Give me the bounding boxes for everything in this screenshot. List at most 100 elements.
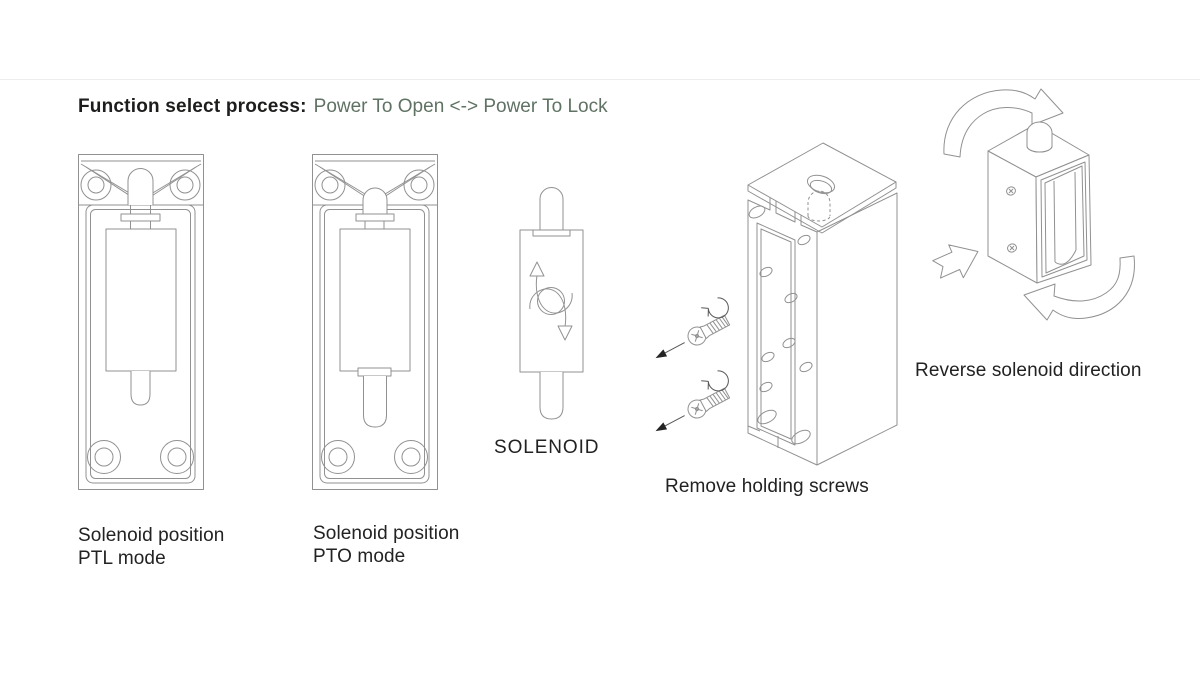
solenoid-unit-drawing bbox=[519, 187, 584, 420]
solenoid-channel-inner bbox=[760, 228, 792, 440]
phillips-center bbox=[694, 333, 700, 339]
screw-slot-icon bbox=[1008, 188, 1014, 194]
page-title: Function select process: Power To Open <-… bbox=[78, 96, 608, 118]
pto-caption: Solenoid position PTO mode bbox=[313, 522, 459, 568]
mounting-hole bbox=[761, 351, 775, 363]
mounting-holes bbox=[748, 205, 813, 445]
solenoid-body bbox=[519, 229, 584, 373]
pto-caption-line2: PTO mode bbox=[313, 546, 406, 567]
rotate-arrow-bottom bbox=[1023, 255, 1135, 321]
screw-slot-icon bbox=[1009, 245, 1015, 251]
roller-left bbox=[80, 169, 112, 201]
title-bold: Function select process: bbox=[78, 96, 307, 117]
screw-hole bbox=[1006, 186, 1016, 196]
rotation-arrow bbox=[701, 297, 729, 319]
screw-hole-bottom-right bbox=[160, 440, 194, 474]
phillips-cross-icon bbox=[691, 403, 703, 415]
solenoid-bottom-flange bbox=[357, 367, 392, 377]
roller-left-inner bbox=[87, 176, 105, 194]
phillips-cross-icon bbox=[691, 330, 703, 342]
screw-threads bbox=[706, 389, 729, 407]
plunger-pin-down bbox=[130, 371, 151, 406]
strike-outer-frame bbox=[312, 154, 438, 490]
solenoid-isometric-view bbox=[932, 88, 1135, 321]
solenoid-body bbox=[105, 228, 177, 372]
strike-front-view-ptl bbox=[78, 154, 204, 490]
roller-left-inner bbox=[321, 176, 339, 194]
housing-screw-hole-2 bbox=[1007, 243, 1017, 253]
solenoid-channel bbox=[756, 222, 796, 446]
dome-pin bbox=[1026, 121, 1053, 153]
ptl-caption: Solenoid position PTL mode bbox=[78, 524, 224, 570]
title-subtitle: Power To Open <-> Power To Lock bbox=[313, 96, 608, 117]
figure-reverse bbox=[920, 80, 1190, 380]
pull-arrow-head bbox=[655, 422, 668, 432]
ptl-caption-line2: PTL mode bbox=[78, 548, 166, 569]
screw-shaft bbox=[699, 387, 731, 412]
body-right-face bbox=[816, 192, 898, 466]
mounting-hole bbox=[782, 337, 796, 349]
rotate-arrow-top bbox=[943, 88, 1064, 158]
screw-hole bbox=[1007, 243, 1017, 253]
pto-caption-line1: Solenoid position bbox=[313, 523, 460, 544]
housing-right-face bbox=[1035, 154, 1092, 284]
solenoid-housing bbox=[987, 121, 1092, 284]
mounting-hole-large bbox=[757, 409, 777, 425]
figure-remove-screws bbox=[640, 140, 910, 475]
strike-body-inner-outline bbox=[90, 209, 191, 479]
mounting-plate-thickness bbox=[747, 182, 897, 234]
screw-hole-bottom-right bbox=[394, 440, 428, 474]
swirl-arrow-down-body bbox=[529, 288, 567, 328]
roller-right bbox=[403, 169, 435, 201]
body-left-face bbox=[747, 192, 818, 466]
plunger-bottom bbox=[539, 372, 564, 420]
roller-right-inner bbox=[410, 176, 428, 194]
strike-front-view-pto bbox=[312, 154, 438, 490]
pull-arrow-line bbox=[664, 342, 685, 354]
housing-screw-hole-1 bbox=[1006, 186, 1016, 196]
pin-shaft-upper bbox=[130, 205, 151, 214]
solenoid-body bbox=[339, 228, 411, 372]
screw-hole-bottom-left-inner bbox=[94, 447, 114, 467]
screw-hole-bottom-left bbox=[321, 440, 355, 474]
roller-right-inner bbox=[176, 176, 194, 194]
mounting-hole bbox=[748, 205, 766, 219]
top-divider-line bbox=[0, 79, 1200, 80]
rotation-swirl-icon bbox=[529, 261, 573, 341]
screw-hole-bottom-left-inner bbox=[328, 447, 348, 467]
insert-arrow-shape bbox=[932, 244, 979, 279]
pin-shaft-lower bbox=[130, 221, 151, 229]
roller-right bbox=[169, 169, 201, 201]
roller-left bbox=[314, 169, 346, 201]
solenoid-top-notch bbox=[532, 229, 571, 237]
screw-hole-bottom-right-inner bbox=[401, 447, 421, 467]
mounting-hole-large bbox=[791, 429, 811, 445]
mounting-hole bbox=[759, 381, 773, 393]
strike-outer-frame bbox=[78, 154, 204, 490]
hidden-plunger-dashed bbox=[807, 190, 831, 222]
holding-screw-1 bbox=[655, 297, 731, 359]
ptl-caption-line1: Solenoid position bbox=[78, 525, 225, 546]
housing-window-inner bbox=[1044, 165, 1085, 274]
strike-isometric-view bbox=[655, 142, 898, 466]
mounting-hole bbox=[784, 292, 798, 304]
swirl-arrow-down-head bbox=[557, 325, 573, 341]
solenoid-caption: SOLENOID bbox=[494, 437, 600, 458]
pin-shaft-lower bbox=[364, 221, 385, 229]
pull-arrow-line bbox=[664, 415, 685, 427]
plunger-top bbox=[539, 187, 564, 230]
inner-cylinder bbox=[1053, 171, 1077, 265]
swirl-arrow-up-body bbox=[535, 274, 573, 314]
mounting-hole bbox=[799, 361, 813, 373]
screw-threads bbox=[706, 316, 729, 334]
locking-pin-dome bbox=[127, 168, 154, 205]
plate-hole bbox=[806, 174, 836, 194]
screw-shaft bbox=[699, 314, 731, 339]
locking-pin-dome-top bbox=[362, 187, 388, 214]
mounting-hole bbox=[759, 266, 773, 278]
figure-ptl bbox=[78, 154, 204, 490]
remove-screws-caption: Remove holding screws bbox=[665, 476, 869, 497]
phillips-center bbox=[694, 406, 700, 412]
mounting-hole bbox=[797, 234, 811, 246]
